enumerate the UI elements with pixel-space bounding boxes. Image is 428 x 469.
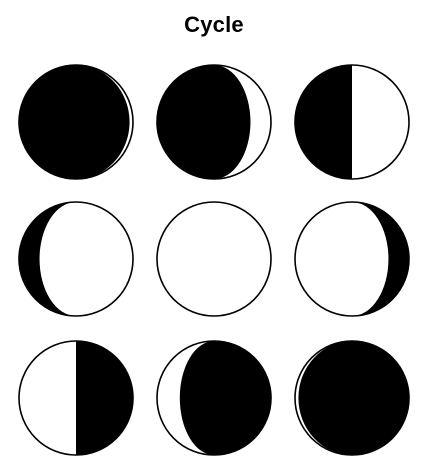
moon-phase-waxing-crescent (156, 64, 272, 180)
moon-outline (156, 201, 272, 317)
moon-outline (294, 201, 410, 317)
moon-disk (157, 65, 271, 179)
moon-outline (156, 340, 272, 456)
moon-phase-new-moon (18, 64, 134, 180)
diagram-title: Cycle (184, 12, 244, 37)
moon-phase-first-quarter (294, 64, 410, 180)
moon-lit-region (352, 65, 409, 179)
moon-phase-new-moon-end (294, 340, 410, 456)
moon-disk (295, 341, 409, 455)
moon-lit-region (214, 65, 271, 179)
moon-phase-full-moon (156, 201, 272, 317)
moon-outline (294, 64, 410, 180)
moon-lit-region (19, 341, 76, 455)
moon-lit-region (295, 202, 389, 316)
moon-lit-region (39, 202, 133, 316)
moon-outline (18, 340, 134, 456)
moon-phase-waxing-gibbous (18, 201, 134, 317)
moon-outline (156, 64, 272, 180)
moon-outline (18, 64, 134, 180)
moon-disk (19, 65, 133, 179)
moon-phase-waning-crescent (156, 340, 272, 456)
moon-outline (18, 201, 134, 317)
moon-disk (157, 341, 271, 455)
moon-phase-last-quarter (18, 340, 134, 456)
moon-phase-waning-gibbous (294, 201, 410, 317)
moon-outline (294, 340, 410, 456)
moon-disk (157, 202, 271, 316)
moon-lit-region (157, 341, 214, 455)
